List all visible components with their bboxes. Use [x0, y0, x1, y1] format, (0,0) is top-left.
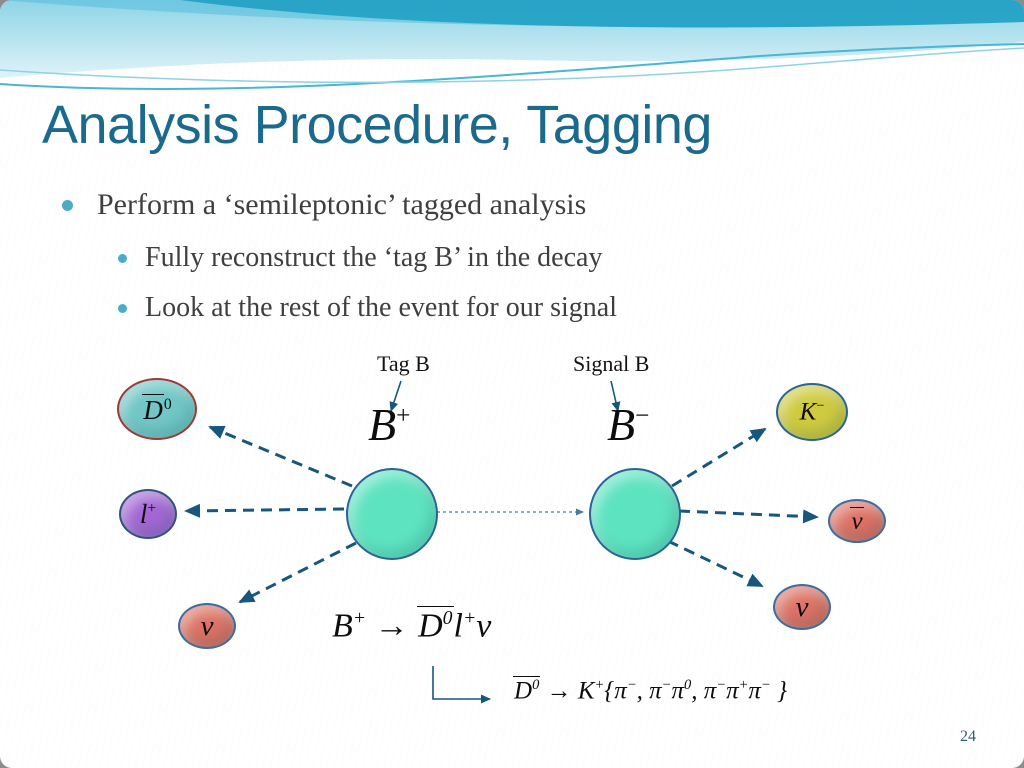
arrow-bminus-to-kminus [671, 427, 767, 488]
particle-node-kaon-minus: K− [776, 383, 848, 441]
bullet-text-sub-2: Look at the rest of the event for our si… [145, 292, 617, 323]
particle-node-antineutrino: ν [828, 499, 886, 543]
signal-b-meson-node [589, 468, 681, 560]
elbow-arrow-to-d0-decay [432, 666, 491, 704]
bullet-item-main: Perform a ‘semileptonic’ tagged analysis [62, 188, 586, 222]
particle-node-neutrino-right: ν [773, 584, 831, 630]
slide-title: Analysis Procedure, Tagging [42, 95, 712, 155]
wave-accent-line-1 [0, 43, 1024, 90]
arrow-bplus-to-nu [238, 541, 357, 604]
arrow-bplus-to-lplus [184, 503, 345, 518]
particle-label-kaon-minus: K− [799, 398, 825, 426]
header-wave-decoration [0, 0, 1024, 90]
b-plus-symbol: B+ [368, 399, 411, 450]
particle-label-antineutrino: ν [850, 506, 864, 535]
bullet-dot-icon [118, 254, 127, 263]
particle-node-d0bar: D0 [117, 378, 197, 440]
wave-accent-line-2 [0, 47, 1024, 84]
signal-b-label: Signal B [573, 351, 650, 376]
particle-node-neutrino-left: ν [178, 603, 236, 649]
equation-d0-decay: D0 → K+{π−, π−π0, π−π+π− } [513, 676, 787, 705]
particle-label-neutrino-left: ν [200, 609, 214, 642]
tag-b-label: Tag B [377, 351, 430, 376]
wave-dark-band [180, 0, 1024, 28]
tag-b-meson-node [346, 468, 438, 560]
particle-node-lepton-plus: l+ [119, 489, 177, 539]
bullet-dot-icon [118, 304, 127, 313]
bullet-text-main: Perform a ‘semileptonic’ tagged analysis [97, 188, 587, 221]
b-minus-symbol: B− [607, 399, 650, 450]
equation-bplus-decay: B+ → D0l+ν [332, 606, 492, 645]
arrow-bminus-to-nubar [678, 509, 819, 524]
arrow-bplus-to-d0bar [208, 425, 353, 488]
particle-label-neutrino-right: ν [795, 590, 809, 623]
bullet-item-sub-2: Look at the rest of the event for our si… [118, 292, 617, 324]
bullet-dot-icon [62, 200, 73, 211]
particle-label-d0bar: D0 [142, 393, 172, 425]
page-number: 24 [960, 728, 976, 745]
arrow-bminus-to-nu [667, 539, 764, 588]
bullet-item-sub-1: Fully reconstruct the ‘tag B’ in the dec… [118, 242, 602, 274]
bullet-text-sub-1: Fully reconstruct the ‘tag B’ in the dec… [145, 242, 603, 273]
particle-label-lepton-plus: l+ [139, 498, 157, 529]
